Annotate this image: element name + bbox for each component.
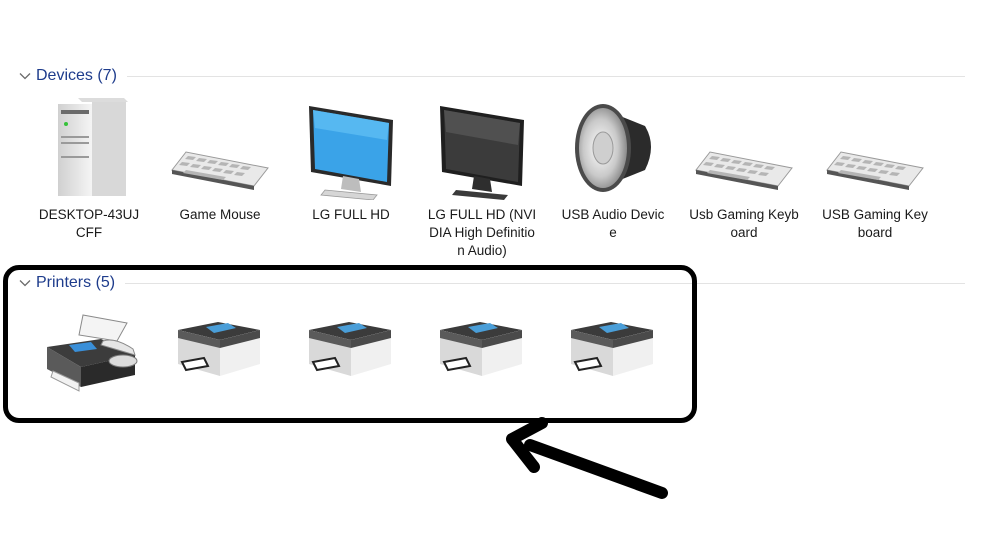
device-lg-full-hd[interactable]: LG FULL HD	[296, 96, 406, 224]
printer-icon	[571, 322, 653, 376]
printers-group-title: Printers (5)	[36, 274, 116, 291]
devices-group-title: Devices (7)	[36, 67, 117, 84]
annotation-highlight-box	[3, 265, 697, 423]
device-label: USB Gaming Keyboard	[822, 207, 928, 240]
fax-icon	[47, 314, 138, 392]
annotation-arrow-icon	[506, 417, 668, 499]
monitor-dark-icon	[440, 106, 524, 200]
devices-group-header[interactable]: Devices (7)	[18, 64, 965, 88]
device-label: LG FULL HD (NVIDIA High Definition Audio…	[427, 207, 537, 258]
device-desktop[interactable]: DESKTOP-43UJCFF	[34, 96, 144, 242]
device-usb-audio[interactable]: USB Audio Device	[558, 96, 668, 242]
device-label: USB Audio Device	[561, 207, 665, 240]
printer-item[interactable]	[294, 308, 404, 398]
printer-item[interactable]	[556, 308, 666, 398]
device-label: Game Mouse	[179, 207, 261, 222]
printer-icon	[309, 322, 391, 376]
chevron-down-icon[interactable]	[18, 69, 32, 83]
device-usb-gaming-keyboard-1[interactable]: Usb Gaming Keyboard	[689, 96, 799, 242]
keyboard-icon	[171, 151, 269, 190]
keyboard-icon	[826, 151, 924, 190]
chevron-down-icon[interactable]	[18, 276, 32, 290]
speaker-icon	[575, 104, 651, 192]
device-game-mouse[interactable]: Game Mouse	[165, 96, 275, 224]
monitor-icon	[309, 106, 393, 200]
printers-group-header[interactable]: Printers (5)	[18, 271, 965, 295]
printer-item[interactable]	[163, 308, 273, 398]
printer-fax[interactable]	[34, 308, 144, 398]
device-label: Usb Gaming Keyboard	[689, 207, 799, 240]
printer-icon	[178, 322, 260, 376]
printer-icon	[440, 322, 522, 376]
group-divider	[125, 282, 965, 284]
device-label: LG FULL HD	[312, 207, 390, 222]
desktop-tower-icon	[58, 98, 128, 196]
keyboard-icon	[695, 151, 793, 190]
group-divider	[126, 75, 965, 77]
device-lg-full-hd-nvidia[interactable]: LG FULL HD (NVIDIA High Definition Audio…	[427, 96, 537, 260]
printer-item[interactable]	[425, 308, 535, 398]
device-label: DESKTOP-43UJCFF	[38, 207, 140, 240]
device-usb-gaming-keyboard-2[interactable]: USB Gaming Keyboard	[820, 96, 930, 242]
